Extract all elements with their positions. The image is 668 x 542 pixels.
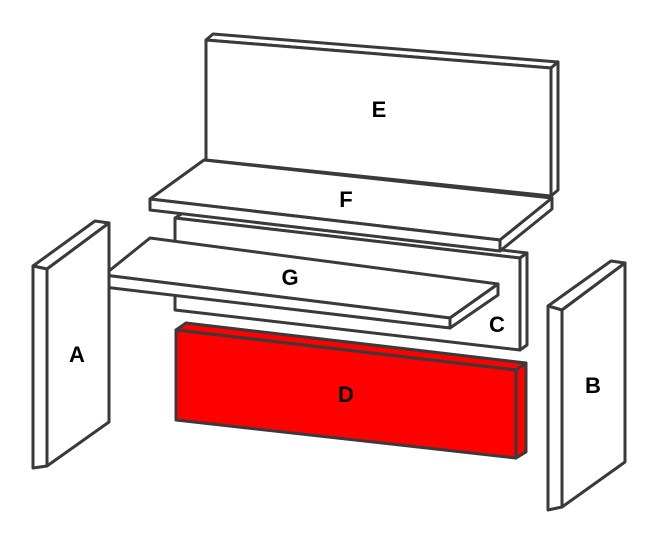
label-g: G (281, 265, 298, 290)
label-e: E (372, 97, 387, 122)
part-b-right-side: B (546, 259, 627, 512)
part-f-upper-shelf: F (148, 158, 554, 253)
label-c: C (489, 312, 505, 337)
label-f: F (339, 187, 352, 212)
part-a-left-side: A (31, 219, 111, 470)
label-b: B (585, 373, 601, 398)
part-g-lower-shelf: G (102, 236, 500, 330)
label-d: D (338, 382, 354, 407)
part-e-back-panel: E (204, 32, 560, 198)
label-a: A (69, 342, 85, 367)
part-d-highlighted-base: D (174, 321, 528, 460)
